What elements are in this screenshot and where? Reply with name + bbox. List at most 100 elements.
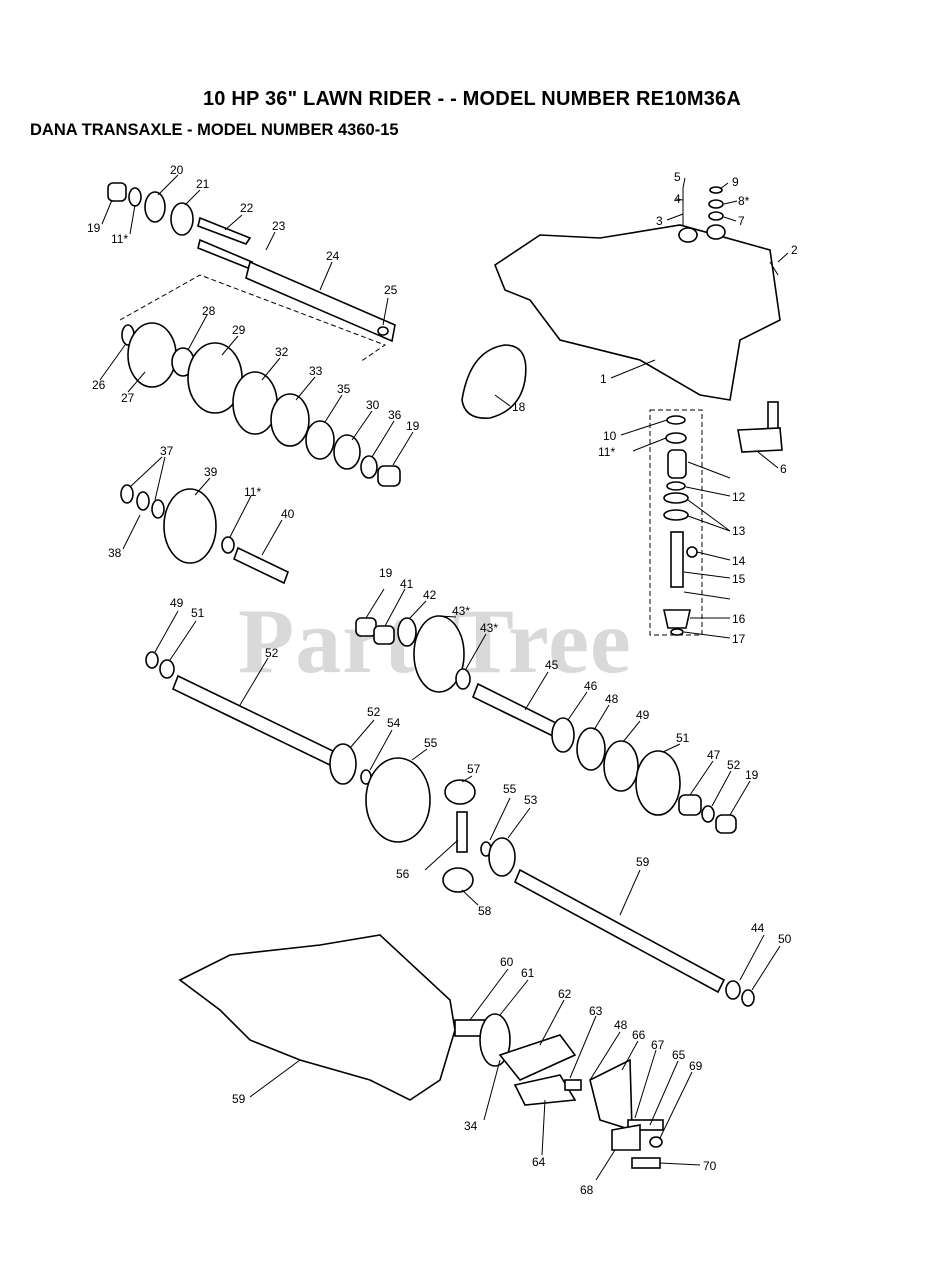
callout-11-b: 11* [244, 485, 261, 499]
callout-62: 60 [500, 955, 514, 969]
callout-10: 10 [603, 429, 617, 443]
callout-33: 34 [464, 1119, 478, 1133]
callout-43: 43* [480, 621, 498, 635]
part-10-washer [666, 415, 686, 425]
callout-52-b: 50 [778, 932, 792, 946]
callout-46: 47 [707, 748, 721, 762]
callout-8: 8* [738, 194, 750, 208]
part-71-nut [649, 1136, 663, 1148]
callout-35: 36 [388, 408, 402, 422]
part-19-bushing-d [715, 814, 737, 834]
callout-29: 29 [232, 323, 246, 337]
callout-61: 59 [232, 1092, 246, 1106]
part-6-bracket [737, 427, 783, 453]
callout-54: 52 [265, 646, 279, 660]
callout-43-b: 44 [751, 921, 765, 935]
part-40-bearing [373, 625, 395, 645]
callout-55-b: 53 [524, 793, 538, 807]
stack-dashed-box [649, 409, 703, 636]
part-51-washer [701, 805, 715, 823]
part-55-bevel-gear-b [488, 837, 516, 877]
part-27-sprocket [127, 322, 177, 388]
part-24-shaft [245, 260, 396, 343]
leader-lines [99, 174, 789, 1181]
callout-26: 26 [92, 378, 106, 392]
part-38-gear [163, 488, 217, 564]
part-17-ring [670, 628, 684, 636]
part-41-gear [397, 617, 417, 647]
part-group-lower-housing [178, 934, 664, 1169]
part-59-gear-b [442, 867, 474, 893]
part-37-washer [136, 491, 150, 511]
part-60-axle [513, 868, 726, 994]
part-20-gear [144, 191, 166, 223]
callout-19-c: 19 [379, 566, 393, 580]
callout-72: 70 [703, 1159, 717, 1173]
part-7-seal [708, 211, 724, 221]
callout-19-d: 19 [745, 768, 759, 782]
callout-24: 24 [326, 249, 340, 263]
callout-60: 59 [636, 855, 650, 869]
part-46-bearing [678, 794, 702, 816]
assembly-dashed-outline [119, 274, 387, 363]
part-64-pad [498, 1034, 577, 1081]
callout-14: 14 [732, 554, 746, 568]
callout-49: 48 [614, 1018, 628, 1032]
part-42-gear [413, 615, 465, 693]
callout-44: 45 [545, 658, 559, 672]
part-group-gears-row [121, 322, 401, 487]
part-58-pin [456, 811, 468, 853]
callout-55: 52 [367, 705, 381, 719]
part-52-ring [145, 651, 159, 669]
part-32-gear [270, 393, 310, 447]
callout-50: 51 [676, 731, 690, 745]
callout-37: 38 [108, 546, 122, 560]
callout-65: 63 [589, 1004, 603, 1018]
callout-34: 35 [337, 382, 351, 396]
part-59-gear [444, 779, 476, 805]
callout-63: 61 [521, 966, 535, 980]
part-52-ring-b [741, 989, 755, 1007]
callout-7: 7 [738, 214, 745, 228]
callout-13: 13 [732, 524, 746, 538]
callout-66: 64 [532, 1155, 546, 1169]
callout-57: 55 [424, 736, 438, 750]
part-47-gear [576, 727, 606, 771]
callout-32: 33 [309, 364, 323, 378]
part-15-shaft [670, 531, 684, 588]
part-group-middle-shafts [145, 651, 755, 1007]
callout-42: 43* [452, 604, 470, 618]
page-title: 10 HP 36" LAWN RIDER - - MODEL NUMBER RE… [202, 88, 742, 110]
callout-59-b: 58 [478, 904, 492, 918]
part-45-gear [551, 717, 575, 753]
callout-19: 19 [87, 221, 101, 235]
callout-56: 54 [387, 716, 401, 730]
part-65-pin [564, 1079, 582, 1091]
part-44-shaft [471, 682, 562, 739]
callout-30: 30 [366, 398, 380, 412]
callout-69: 67 [651, 1038, 665, 1052]
callout-71: 69 [689, 1059, 703, 1073]
part-18-chain [461, 344, 527, 419]
callout-41: 42 [423, 588, 437, 602]
part-50-gear [635, 750, 681, 816]
callout-4: 4 [674, 192, 681, 206]
callout-12: 12 [732, 490, 746, 504]
part-39-shaft [233, 546, 289, 585]
callout-3: 3 [656, 214, 663, 228]
part-67-bolt [627, 1119, 664, 1131]
callout-22: 22 [240, 201, 254, 215]
part-9-washer [709, 186, 723, 194]
part-group-countershaft [355, 615, 737, 834]
callout-19-b: 19 [406, 419, 420, 433]
callout-15: 15 [732, 572, 746, 586]
part-57-ring-gear [365, 757, 431, 843]
callout-25: 25 [384, 283, 398, 297]
part-14-key [686, 546, 698, 558]
part-group-gear-38 [120, 484, 289, 585]
callout-38: 39 [204, 465, 218, 479]
part-36-washer [120, 484, 134, 504]
callout-53: 51 [191, 606, 205, 620]
part-30-bearing [333, 434, 361, 470]
callout-56-b: 55 [503, 782, 517, 796]
